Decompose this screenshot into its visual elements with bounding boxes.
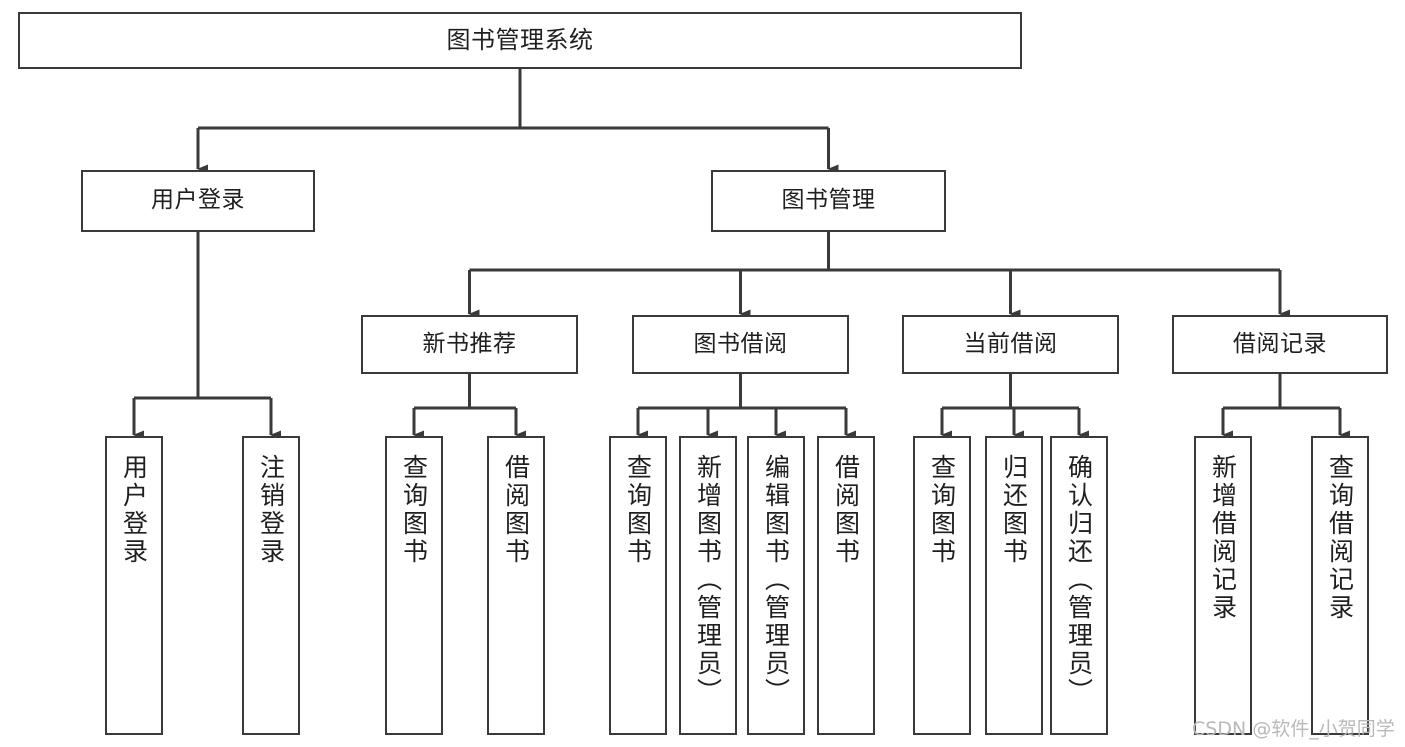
- node-label: 确认归还（管理员）: [1064, 454, 1094, 706]
- node-level3-图书借阅[interactable]: 图书借阅: [632, 315, 849, 374]
- node-level2-用户登录[interactable]: 用户登录: [81, 170, 315, 232]
- node-leaf-图书借阅-编辑图书（管理员）[interactable]: 编辑图书（管理员）: [747, 436, 805, 735]
- node-level3-当前借阅[interactable]: 当前借阅: [902, 315, 1119, 374]
- node-root-图书管理系统[interactable]: 图书管理系统: [18, 12, 1022, 69]
- node-leaf-当前借阅-归还图书[interactable]: 归还图书: [985, 436, 1043, 735]
- node-leaf-新书推荐-借阅图书[interactable]: 借阅图书: [487, 436, 545, 735]
- node-label: 新书推荐: [422, 330, 517, 357]
- node-label: 借阅记录: [1233, 330, 1327, 357]
- node-leaf-借阅记录-新增借阅记录[interactable]: 新增借阅记录: [1194, 436, 1252, 735]
- node-label: 编辑图书（管理员）: [761, 454, 791, 706]
- node-label: 新增图书（管理员）: [693, 454, 723, 706]
- node-label: 新增借阅记录: [1208, 454, 1238, 622]
- node-level3-新书推荐[interactable]: 新书推荐: [361, 315, 578, 374]
- node-label: 查询借阅记录: [1325, 454, 1355, 622]
- node-leaf-图书借阅-新增图书（管理员）[interactable]: 新增图书（管理员）: [679, 436, 737, 735]
- node-label: 图书借阅: [693, 330, 788, 357]
- node-label: 用户登录: [119, 454, 149, 566]
- node-leaf-图书借阅-借阅图书[interactable]: 借阅图书: [817, 436, 875, 735]
- node-label: 注销登录: [256, 454, 286, 566]
- csdn-watermark: CSDN @软件_小贺同学: [1192, 718, 1395, 740]
- node-level2-图书管理[interactable]: 图书管理: [711, 170, 946, 232]
- node-label: 当前借阅: [963, 330, 1058, 357]
- node-label: 图书管理: [781, 187, 876, 214]
- node-leaf-用户登录-用户登录[interactable]: 用户登录: [105, 436, 163, 735]
- node-leaf-用户登录-注销登录[interactable]: 注销登录: [242, 436, 300, 735]
- node-leaf-当前借阅-查询图书[interactable]: 查询图书: [913, 436, 971, 735]
- node-label: 借阅图书: [501, 454, 531, 566]
- node-label: 查询图书: [399, 454, 429, 566]
- node-label: 归还图书: [999, 454, 1029, 566]
- node-leaf-当前借阅-确认归还（管理员）[interactable]: 确认归还（管理员）: [1050, 436, 1108, 735]
- node-label: 用户登录: [151, 187, 245, 214]
- node-leaf-新书推荐-查询图书[interactable]: 查询图书: [385, 436, 443, 735]
- node-leaf-借阅记录-查询借阅记录[interactable]: 查询借阅记录: [1311, 436, 1369, 735]
- node-leaf-图书借阅-查询图书[interactable]: 查询图书: [609, 436, 667, 735]
- node-label: 查询图书: [623, 454, 653, 566]
- node-label: 图书管理系统: [446, 26, 594, 55]
- node-level3-借阅记录[interactable]: 借阅记录: [1172, 315, 1388, 374]
- node-label: 借阅图书: [831, 454, 861, 566]
- node-label: 查询图书: [927, 454, 957, 566]
